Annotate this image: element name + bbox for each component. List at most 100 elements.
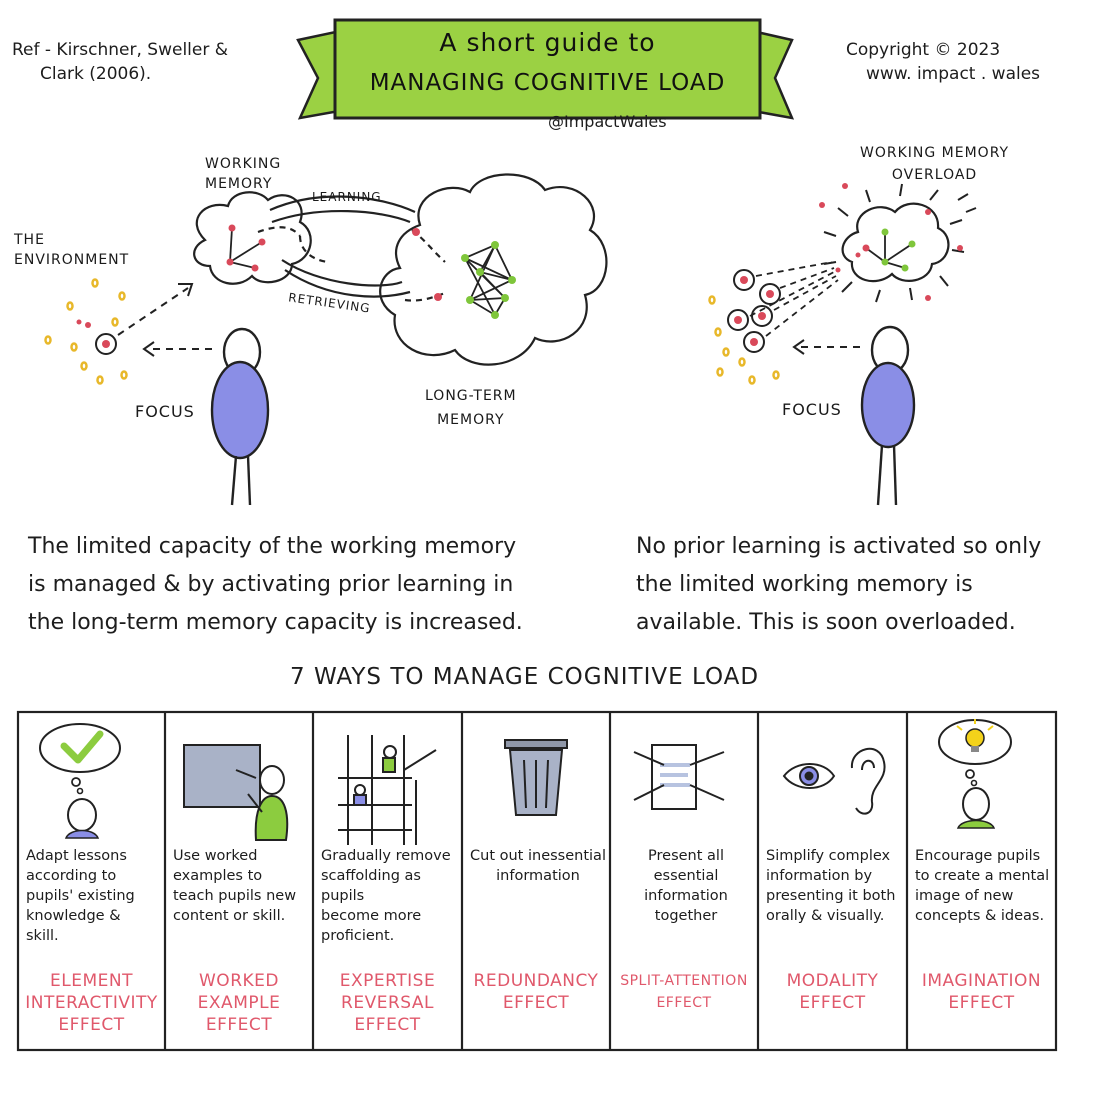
ways-heading: 7 WAYS TO MANAGE COGNITIVE LOAD <box>290 664 760 690</box>
thought-bubble-check-icon <box>39 723 121 839</box>
description-line: concepts & ideas. <box>915 908 1045 924</box>
copyright: Copyright © 2023 www. impact . wales <box>846 38 1040 86</box>
description-line: Use worked <box>173 848 258 864</box>
long-term-memory-cloud <box>379 173 608 366</box>
label-line: OVERLOAD <box>891 167 978 183</box>
description-line: information <box>496 868 580 884</box>
scaffolding-icon <box>338 735 437 845</box>
caption-line: the limited working memory is <box>636 572 973 597</box>
effect-line: SPLIT-ATTENTION <box>620 973 748 989</box>
label-line: WORKING <box>205 156 282 172</box>
caption-line: the long-term memory capacity is increas… <box>28 610 523 635</box>
twitter-handle: @ImpactWales <box>548 112 667 131</box>
cell-description: Cut out inessential information <box>470 846 606 886</box>
description-line: Present all essential <box>648 848 724 884</box>
label-line: WORKING MEMORY <box>860 145 1010 161</box>
description-line: Gradually remove <box>321 848 451 864</box>
effect-line: EFFECT <box>656 995 712 1011</box>
effect-line: IMAGINATION <box>921 971 1042 991</box>
focus-figure-right <box>860 325 916 506</box>
reference-text: Ref - Kirschner, Sweller & Clark (2006). <box>12 38 228 86</box>
page-title: MANAGING COGNITIVE LOAD <box>369 70 726 96</box>
effect-line: EFFECT <box>502 993 570 1013</box>
focus-label-left: FOCUS <box>135 402 195 421</box>
overload-cloud <box>841 202 950 283</box>
effect-line: REDUNDANCY <box>473 971 599 991</box>
description-line: examples to <box>173 868 263 884</box>
effect-line: REVERSAL <box>341 993 434 1013</box>
reference-line: Clark (2006). <box>40 64 152 84</box>
label-line: ENVIRONMENT <box>14 252 130 268</box>
description-line: presenting it both <box>766 888 896 904</box>
lightbulb-thought-icon <box>938 719 1012 829</box>
description-line: Cut out inessential <box>470 848 606 864</box>
description-line: Simplify complex <box>766 848 891 864</box>
caption-line: available. This is soon overloaded. <box>636 610 1016 635</box>
document-arrows-icon <box>633 744 725 810</box>
caption-line: is managed & by activating prior learnin… <box>28 572 514 597</box>
focus-figure-left <box>210 327 270 506</box>
cell-description: Use worked examples to teach pupils new con… <box>173 846 309 926</box>
overload-burst <box>823 183 977 303</box>
label-line: MEMORY <box>437 412 505 428</box>
environment-dots <box>44 278 128 385</box>
description-line: information together <box>644 888 728 924</box>
working-memory-label: WORKING MEMORY <box>205 154 281 194</box>
trash-bin-icon <box>504 739 568 816</box>
effect-line: EFFECT <box>58 1015 125 1035</box>
overload-label: WORKING MEMORY OVERLOAD <box>860 142 1009 186</box>
effect-line: INTERACTIVITY <box>25 993 158 1013</box>
focus-label-right: FOCUS <box>782 400 842 419</box>
effect-line: EFFECT <box>948 993 1015 1013</box>
title-banner <box>296 18 795 120</box>
effect-line: EFFECT <box>205 1015 273 1035</box>
cell-description: Gradually remove scaffolding as pupils bec… <box>321 846 458 946</box>
effect-line: MODALITY <box>786 971 879 991</box>
whiteboard-teacher-icon <box>183 744 289 841</box>
eye-ear-icon <box>782 747 886 815</box>
description-line: according to <box>26 868 117 884</box>
effect-name: SPLIT-ATTENTION EFFECT <box>610 970 758 1014</box>
description-line: knowledge & <box>26 908 121 924</box>
memory-links <box>257 195 446 302</box>
website-link: www. impact . wales <box>866 64 1041 84</box>
copyright-line: Copyright © 2023 <box>846 40 1001 60</box>
long-term-memory-label: LONG-TERM MEMORY <box>425 384 517 432</box>
caption-line: No prior learning is activated so only <box>636 534 1042 559</box>
label-line: MEMORY <box>205 176 273 192</box>
description-line: Adapt lessons <box>26 848 127 864</box>
label-line: THE <box>14 232 45 248</box>
effect-line: EXPERTISE <box>339 971 436 991</box>
description-line: skill. <box>26 928 59 944</box>
title-line-1: A short guide to <box>439 28 656 57</box>
description-line: content or skill. <box>173 908 286 924</box>
description-line: pupils' existing <box>26 888 135 904</box>
effect-line: EFFECT <box>799 993 866 1013</box>
description-line: teach pupils new <box>173 888 297 904</box>
effect-line: EXAMPLE <box>197 993 281 1013</box>
label-line: LONG-TERM <box>425 388 517 404</box>
description-line: scaffolding as pupils <box>321 868 421 904</box>
cell-description: Adapt lessons according to pupils' existin… <box>26 846 161 946</box>
cell-description: Present all essential information togethe… <box>618 846 754 926</box>
description-line: image of new <box>915 888 1014 904</box>
effect-line: WORKED <box>199 971 279 991</box>
overload-inputs <box>727 269 781 353</box>
environment-label: THE ENVIRONMENT <box>14 230 129 270</box>
wm-network <box>229 227 263 269</box>
description-line: orally & visually. <box>766 908 885 924</box>
left-caption: The limited capacity of the working memo… <box>28 528 588 642</box>
description-line: to create a mental <box>915 868 1050 884</box>
learning-label: LEARNING <box>312 190 382 204</box>
description-line: become more <box>321 908 422 924</box>
description-line: proficient. <box>321 928 395 944</box>
description-line: Encourage pupils <box>915 848 1041 864</box>
effect-line: ELEMENT <box>50 971 133 991</box>
